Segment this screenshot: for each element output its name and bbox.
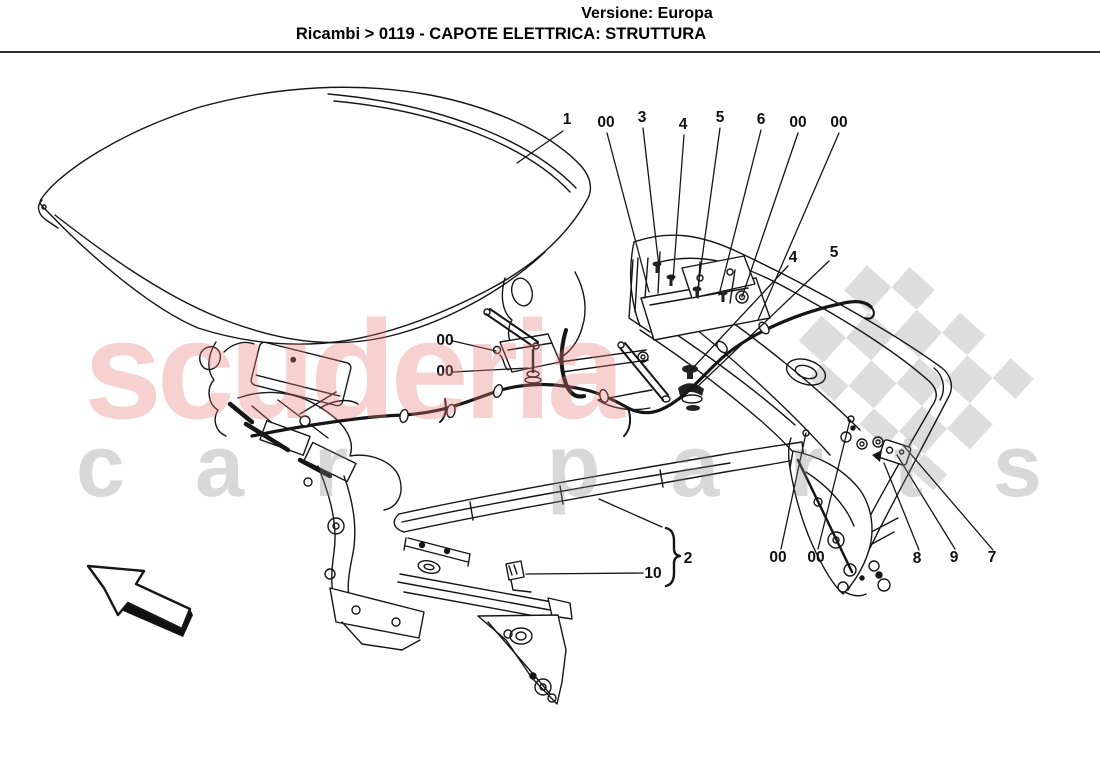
callout-00e: 00 (436, 363, 453, 380)
callout-00d: 00 (436, 332, 453, 349)
roof-panel (37, 86, 592, 345)
callout-1: 1 (563, 111, 572, 128)
callout-00b: 00 (789, 114, 806, 131)
wiring-harness (250, 300, 875, 438)
retainer-clip (505, 560, 532, 593)
callout-3: 3 (638, 109, 647, 126)
center-hinge-mechanism (483, 271, 586, 384)
callout-7: 7 (988, 549, 997, 566)
callout-00c: 00 (830, 114, 847, 131)
breadcrumb: Ricambi > 0119 - CAPOTE ELETTRICA: STRUT… (295, 25, 707, 43)
callout-00a: 00 (597, 114, 614, 131)
callout-2: 2 (684, 550, 693, 567)
callout-4-mid: 4 (789, 249, 798, 266)
left-hinge-mechanism (199, 341, 425, 651)
deck-hinge-brackets (628, 251, 771, 341)
header-divider (0, 51, 1100, 53)
right-hinge-mechanism (787, 437, 891, 597)
callout-labels: 1 00 3 4 5 6 00 00 4 5 00 00 2 10 00 00 … (436, 109, 996, 582)
callout-9: 9 (950, 549, 959, 566)
deck-latch (856, 436, 912, 466)
callout-leader-lines (452, 127, 994, 575)
lower-frame-beam (397, 573, 573, 705)
callout-00g: 00 (807, 549, 824, 566)
front-header-rail (393, 441, 805, 574)
callout-4: 4 (679, 116, 688, 133)
callout-10: 10 (644, 565, 661, 582)
group-brace (664, 526, 682, 588)
callout-5-mid: 5 (830, 244, 839, 261)
callout-8: 8 (913, 550, 922, 567)
checkered-flag-watermark (784, 245, 1034, 491)
version-label: Versione: Europa (581, 5, 713, 22)
callout-00f: 00 (769, 549, 786, 566)
callout-5: 5 (716, 109, 725, 126)
direction-arrow-icon (86, 564, 193, 637)
callout-6: 6 (757, 111, 766, 128)
